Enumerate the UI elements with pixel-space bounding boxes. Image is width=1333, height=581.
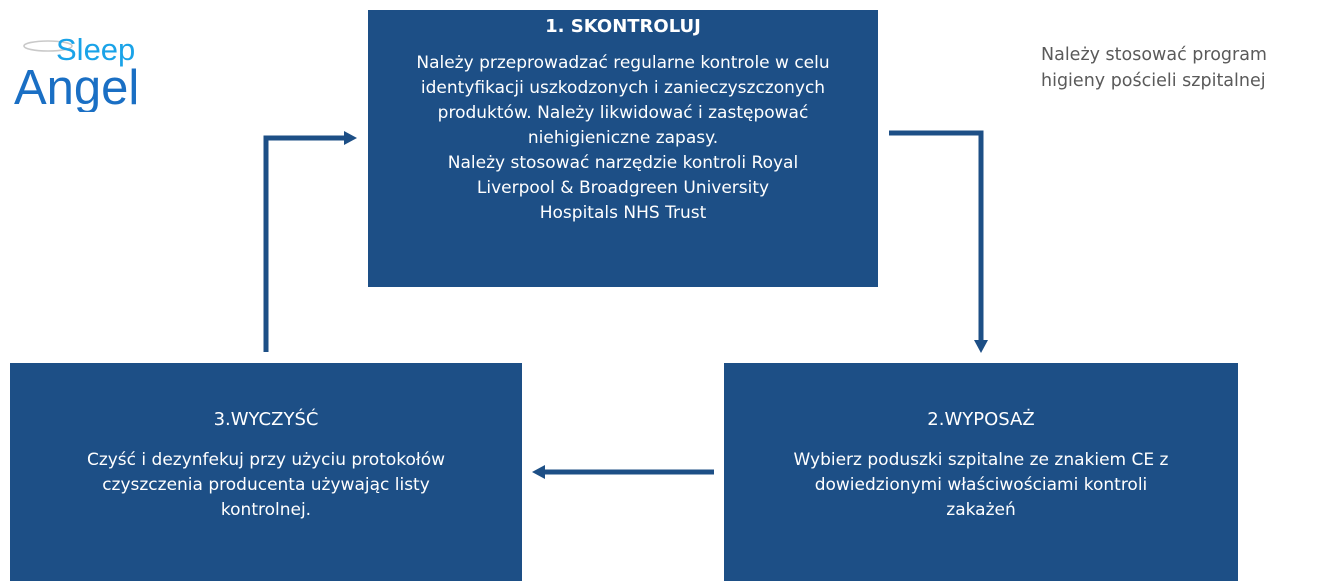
step-2-line: Wybierz poduszki szpitalne ze znakiem CE…: [793, 450, 1169, 470]
step-1-line: produktów. Należy likwidować i zastępowa…: [437, 103, 809, 123]
step-1-line: Hospitals NHS Trust: [539, 203, 707, 223]
step-3-line: kontrolnej.: [220, 500, 312, 520]
sleep-angel-logo: Sleep Angel: [14, 30, 184, 115]
step-3-box: 3.WYCZYŚĆ Czyść i dezynfekuj przy użyciu…: [10, 363, 522, 581]
step-1-line: Należy przeprowadzać regularne kontrole …: [416, 53, 830, 73]
step-2-box: 2.WYPOSAŻ Wybierz poduszki szpitalne ze …: [724, 363, 1238, 581]
step-1-line: identyfikacji uszkodzonych i zanieczyszc…: [420, 78, 826, 98]
step-1-description: Należy przeprowadzać regularne kontrole …: [368, 51, 878, 226]
step-1-line: niehigieniczne zapasy.: [527, 128, 719, 148]
arrow-step2-to-step3: [532, 465, 714, 479]
step-1-box: 1. SKONTROLUJ Należy przeprowadzać regul…: [368, 10, 878, 287]
step-1-title: 1. SKONTROLUJ: [545, 16, 701, 37]
step-2-description: Wybierz poduszki szpitalne ze znakiem CE…: [724, 448, 1238, 523]
side-note-line: Należy stosować program: [1041, 45, 1267, 65]
step-3-description: Czyść i dezynfekuj przy użyciu protokołó…: [10, 448, 522, 523]
step-3-line: Czyść i dezynfekuj przy użyciu protokołó…: [86, 450, 446, 470]
logo-graphic: Sleep Angel: [14, 32, 139, 115]
arrow-step3-to-step1: [263, 131, 357, 352]
side-note-line: higieny pościeli szpitalnej: [1041, 71, 1266, 91]
svg-text:Angel: Angel: [14, 61, 139, 112]
step-3-line: czyszczenia producenta używając listy: [102, 475, 430, 495]
svg-text:Sleep: Sleep: [56, 32, 135, 67]
step-1-line: Należy stosować narzędzie kontroli Royal: [447, 153, 799, 173]
step-2-line: dowiedzionymi właściwościami kontroli: [814, 475, 1148, 495]
arrow-step1-to-step2: [889, 130, 988, 353]
side-note: Należy stosować program higieny pościeli…: [1041, 42, 1333, 94]
step-2-line: zakażeń: [946, 500, 1016, 520]
step-1-line: Liverpool & Broadgreen University: [476, 178, 770, 198]
step-3-title: 3.WYCZYŚĆ: [213, 409, 319, 430]
step-2-title: 2.WYPOSAŻ: [927, 409, 1035, 430]
